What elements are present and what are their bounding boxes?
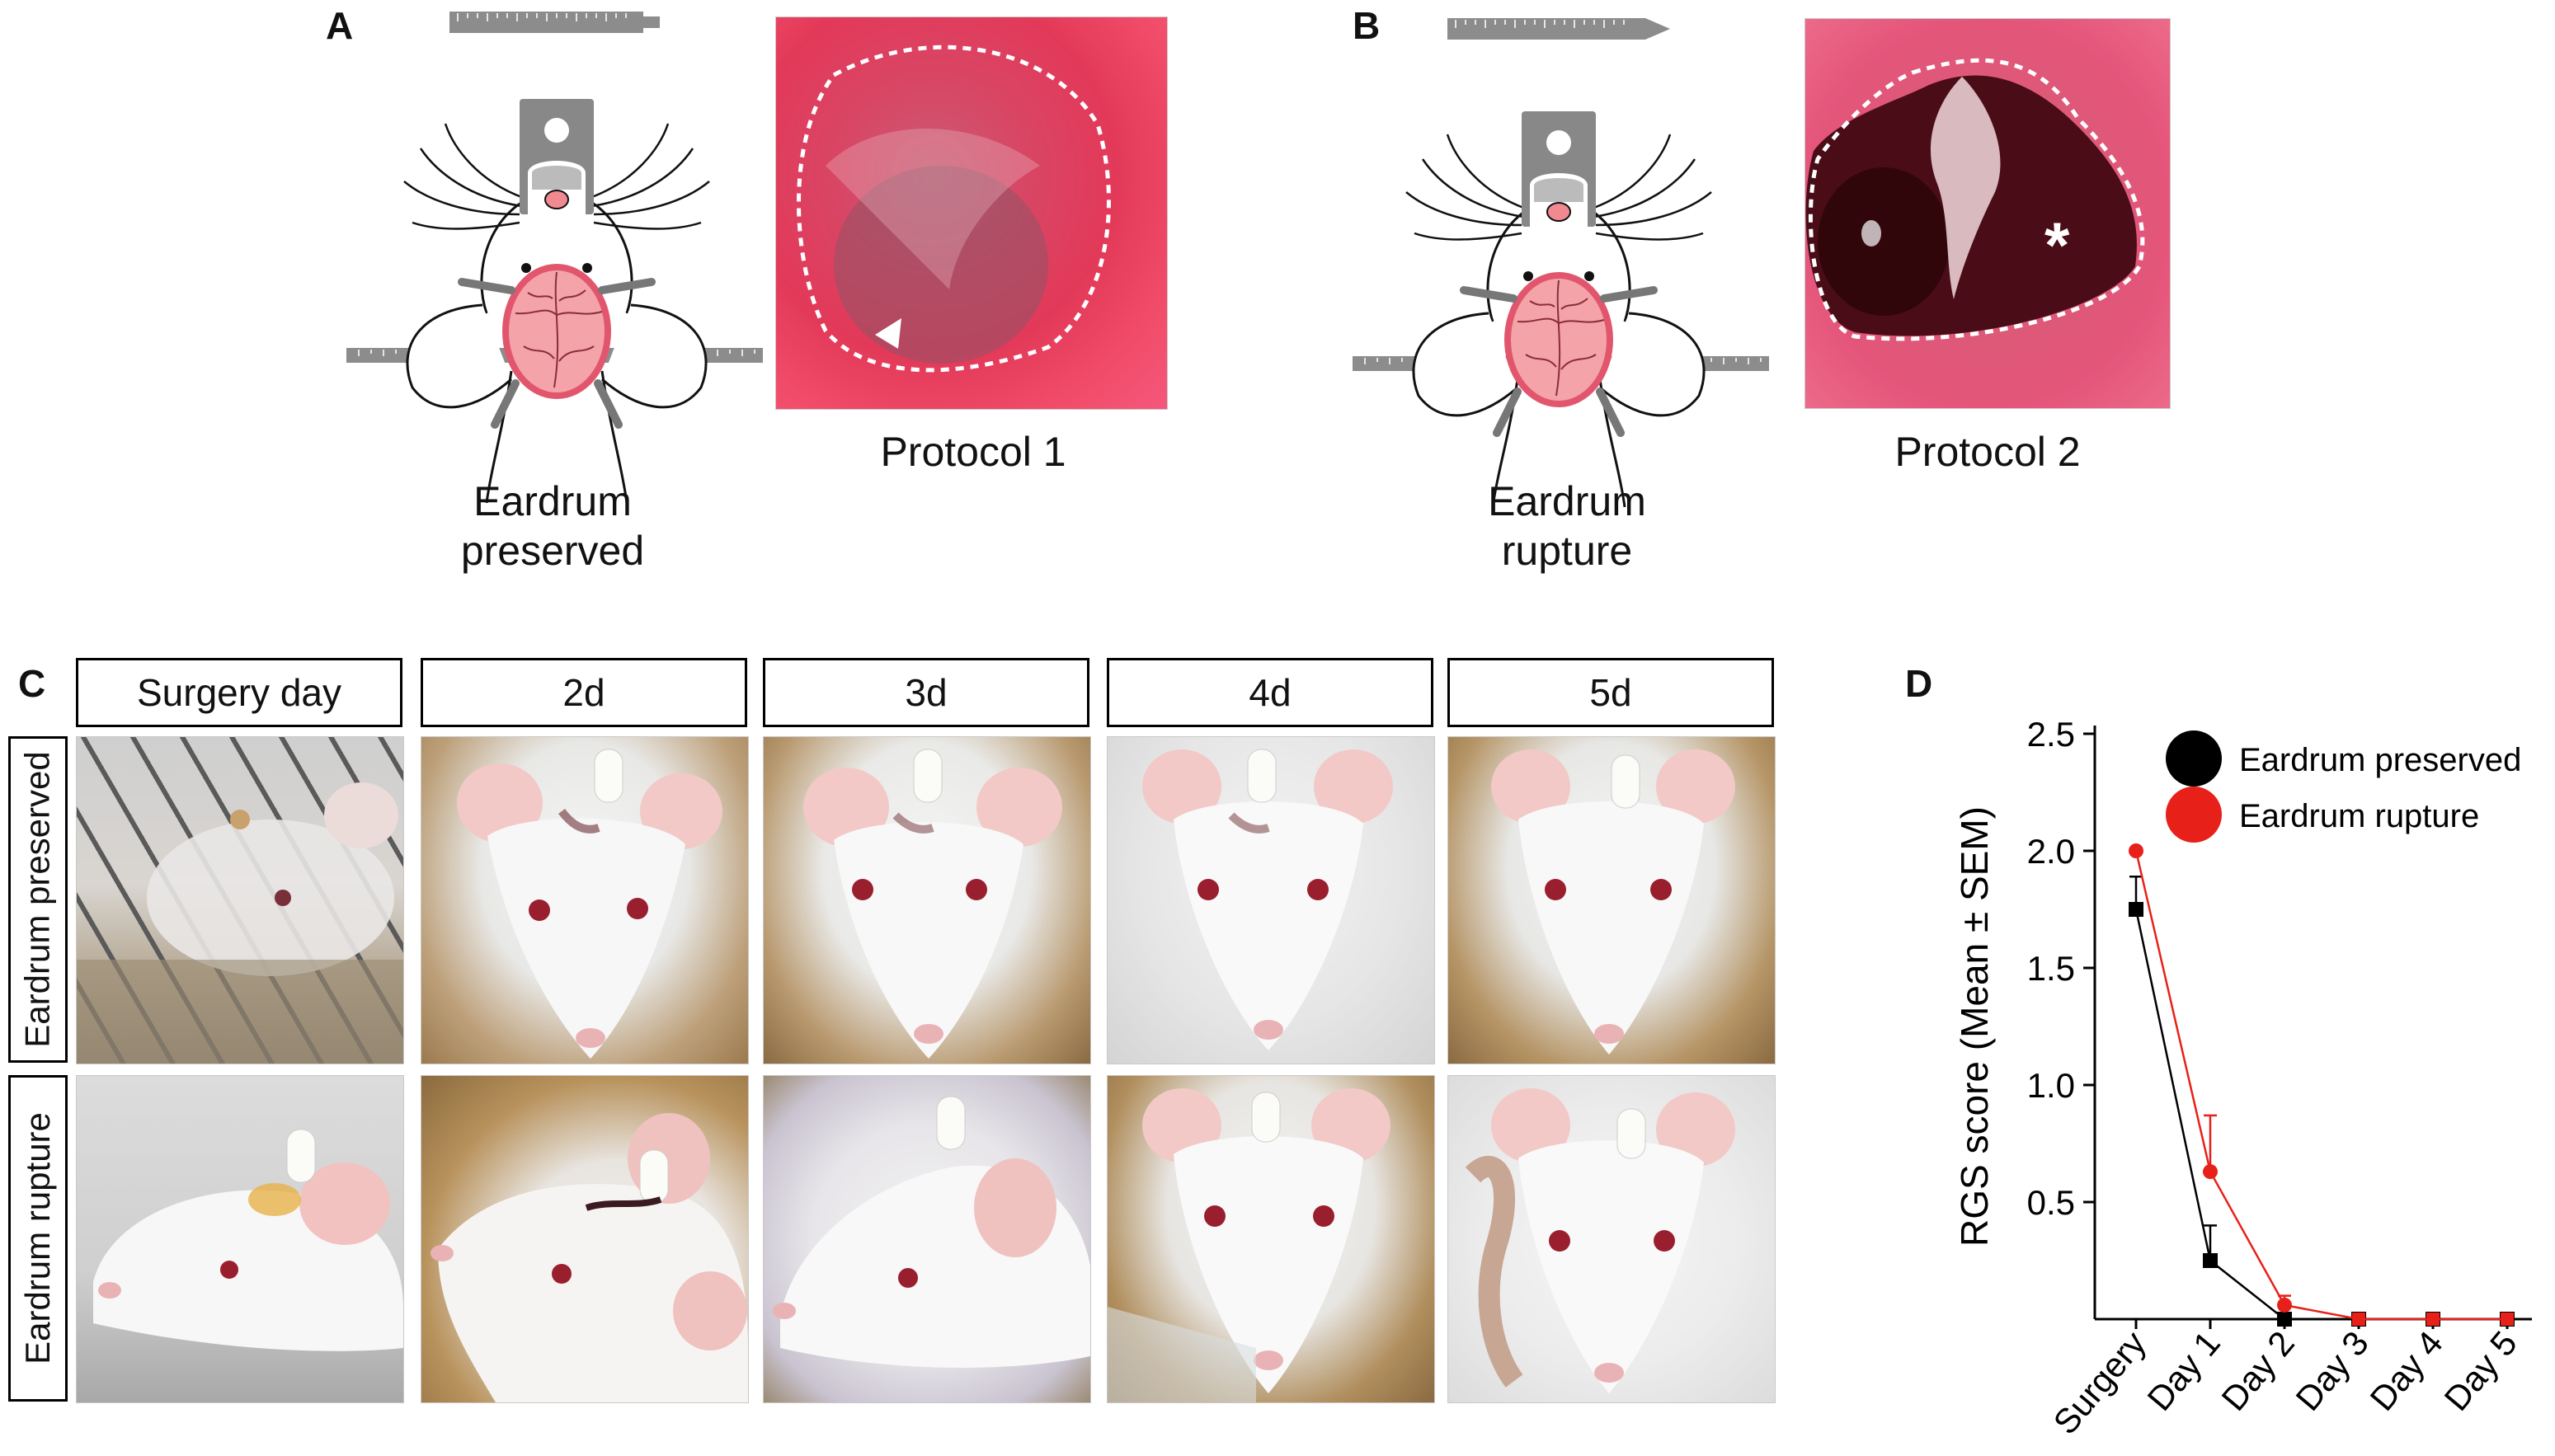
data-point: [2203, 1253, 2218, 1268]
rat-photo-rupture-4d: [1107, 1075, 1435, 1403]
data-point: [2129, 902, 2143, 917]
data-point: [2203, 1164, 2218, 1180]
day-header-5d: 5d: [1447, 658, 1774, 727]
panel-letter-a: A: [326, 4, 354, 47]
x-tick-label: Day 1: [2139, 1324, 2228, 1418]
series-line-rupture: [2134, 850, 2507, 1321]
ruler-top-a: [449, 12, 660, 33]
legend-label: Eardrum rupture: [2239, 798, 2479, 834]
data-point: [2277, 1312, 2292, 1327]
panel-letter-b: B: [1353, 4, 1381, 47]
caption-eardrum-rupture: Eardrum rupture: [1452, 477, 1682, 575]
rat-photo-preserved-2d: [421, 736, 749, 1064]
row-label-eardrum-rupture: Eardrum rupture: [8, 1075, 68, 1402]
rat-photo-rupture-3d: [763, 1075, 1091, 1403]
caption-eardrum-preserved: Eardrum preserved: [437, 477, 668, 575]
rat-photo-rupture-2d: [421, 1075, 749, 1403]
ruler-top-b: [1447, 18, 1670, 40]
rat-photo-rupture-5d: [1447, 1075, 1776, 1403]
caption-line-1: Eardrum: [473, 478, 632, 524]
x-tick-label: Day 3: [2288, 1324, 2376, 1418]
rat-surgery-diagram-b: [1353, 111, 1769, 508]
caption-line-2: rupture: [1501, 528, 1633, 574]
legend-marker: [2166, 730, 2222, 787]
data-point: [2129, 843, 2143, 858]
data-point: [2501, 1313, 2514, 1326]
y-tick-label: 2.5: [2027, 715, 2075, 754]
rat-photo-preserved-surgery: [76, 736, 404, 1064]
legend-label: Eardrum preserved: [2239, 742, 2521, 778]
panel-letter-c: C: [18, 662, 46, 705]
photo-protocol-2: *: [1804, 18, 2171, 409]
y-axis-label: RGS score (Mean ± SEM): [1953, 806, 1996, 1247]
data-point: [2352, 1313, 2365, 1326]
day-header-2d: 2d: [421, 658, 747, 727]
rat-photo-rupture-surgery: [76, 1075, 404, 1403]
protocol-2-label: Protocol 2: [1894, 429, 2081, 475]
y-tick-label: 1.0: [2027, 1066, 2075, 1105]
series-line-preserved: [2134, 909, 2507, 1321]
caption-line-2: preserved: [460, 528, 645, 574]
arrowhead-marker: [875, 318, 901, 349]
panel-letter-d: D: [1905, 662, 1933, 705]
row-label-eardrum-preserved: Eardrum preserved: [8, 736, 68, 1063]
y-tick-label: 2.0: [2027, 832, 2075, 871]
legend-marker: [2166, 787, 2222, 843]
protocol-1-label: Protocol 1: [880, 429, 1066, 475]
x-tick-label: Day 5: [2436, 1324, 2524, 1418]
day-header-3d: 3d: [763, 658, 1089, 727]
day-header-4d: 4d: [1107, 658, 1433, 727]
photo-protocol-1: [775, 16, 1168, 410]
row-label-text: Eardrum preserved: [18, 751, 58, 1048]
day-header-surgery: Surgery day: [76, 658, 402, 727]
data-point: [2426, 1313, 2440, 1326]
x-tick-label: Day 2: [2214, 1324, 2302, 1418]
caption-line-1: Eardrum: [1488, 478, 1646, 524]
rat-photo-preserved-5d: [1447, 736, 1776, 1064]
rat-photo-preserved-3d: [763, 736, 1091, 1064]
asterisk-marker: *: [2044, 209, 2070, 281]
rat-surgery-diagram-a: [346, 99, 763, 503]
row-label-text: Eardrum rupture: [18, 1112, 58, 1364]
x-tick-label: Day 4: [2362, 1324, 2450, 1418]
x-tick-label: Surgery: [2045, 1324, 2153, 1442]
data-point: [2277, 1297, 2292, 1313]
y-tick-label: 1.5: [2027, 949, 2075, 988]
y-tick-label: 0.5: [2027, 1183, 2075, 1222]
rat-photo-preserved-4d: [1107, 736, 1435, 1064]
